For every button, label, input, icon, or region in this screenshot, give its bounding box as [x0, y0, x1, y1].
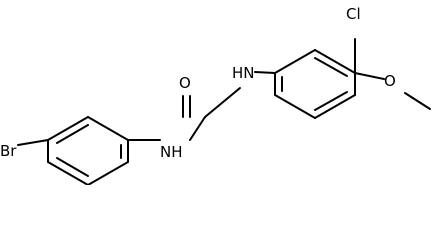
bromophenyl-ring: [47, 116, 129, 185]
ring2-double-2: [314, 91, 348, 111]
ring1-bond-2: [87, 116, 129, 141]
ring2-bond-1: [274, 49, 316, 74]
c-br-bond: [17, 139, 49, 146]
chemical-structure: Br NH O HN Cl O: [0, 5, 431, 185]
ring2-bond-5: [274, 94, 316, 119]
ring1-double-3: [56, 157, 89, 177]
methoxy-oxygen-label: O: [384, 72, 396, 90]
carbonyl-oxygen-label: O: [179, 74, 191, 92]
bromine-label: Br: [0, 142, 17, 160]
hn-ring-bond: [254, 71, 276, 74]
amine-hn-label: HN: [232, 64, 255, 82]
ring1-bond-5: [47, 161, 89, 185]
amide-nh-label: NH: [160, 143, 183, 161]
ring1-bond-4: [87, 161, 129, 185]
ring1-bond-1: [47, 116, 89, 141]
ring2-double-1: [314, 57, 348, 77]
c-ch2-bond: [204, 87, 241, 118]
ring1-double-1: [56, 124, 89, 144]
n-c-bond: [189, 116, 206, 141]
ring2-bond-4: [314, 94, 356, 119]
chloromethoxyphenyl-ring: [274, 49, 356, 119]
o-ch3-bond: [404, 92, 431, 110]
c-o-methoxy-bond: [354, 72, 385, 80]
chlorine-label: Cl: [346, 5, 361, 23]
structure-canvas: Br NH O HN Cl O: [0, 5, 431, 185]
ring2-bond-2: [314, 49, 356, 74]
